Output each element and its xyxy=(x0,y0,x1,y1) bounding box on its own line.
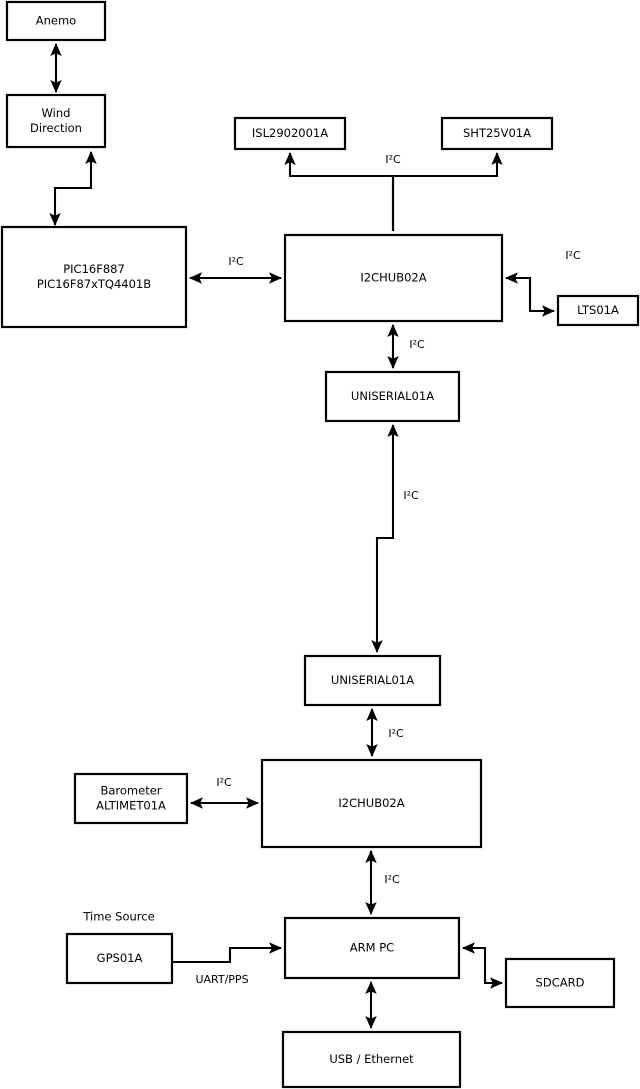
node-label-wind-dir: Wind xyxy=(42,106,71,120)
free-labels-layer: Time Source xyxy=(82,910,154,924)
edge-lts-to-hub-top: I²C xyxy=(504,249,581,317)
node-sht[interactable]: SHT25V01A xyxy=(440,116,554,151)
node-box-uni-bottom[interactable] xyxy=(303,654,442,707)
node-uni-bottom[interactable]: UNISERIAL01A xyxy=(303,654,442,707)
node-label-pic: PIC16F87xTQ4401B xyxy=(37,277,151,291)
node-gps[interactable]: GPS01A xyxy=(65,932,174,985)
node-box-usb-ethernet[interactable] xyxy=(281,1030,462,1089)
edge-label: UART/PPS xyxy=(195,973,248,986)
node-box-uni-top[interactable] xyxy=(324,370,461,423)
edge-label: I²C xyxy=(384,873,400,886)
node-label-anemo: Anemo xyxy=(36,14,76,28)
edge-uni-bottom-to-uni-top: I²C xyxy=(371,423,419,654)
node-label-arm-pc: ARM PC xyxy=(350,941,394,955)
node-label-lts: LTS01A xyxy=(577,303,619,317)
node-label-sht: SHT25V01A xyxy=(463,126,531,140)
node-box-wind-dir[interactable] xyxy=(5,93,107,149)
edge-label: I²C xyxy=(385,153,401,166)
node-box-hub-top[interactable] xyxy=(283,233,504,323)
node-box-barometer[interactable] xyxy=(73,772,189,825)
edge-path xyxy=(371,423,399,654)
edge-path xyxy=(504,272,556,317)
node-isl[interactable]: ISL2902001A xyxy=(233,116,347,151)
node-label-sdcard: SDCARD xyxy=(536,976,585,990)
edge-path xyxy=(172,942,283,964)
node-box-sht[interactable] xyxy=(440,116,554,151)
node-usb-ethernet[interactable]: USB / Ethernet xyxy=(281,1030,462,1089)
label-time-source: Time Source xyxy=(82,910,154,924)
node-uni-top[interactable]: UNISERIAL01A xyxy=(324,370,461,423)
edge-barometer-to-hub-bottom: I²C xyxy=(189,776,260,809)
node-anemo[interactable]: Anemo xyxy=(5,0,107,42)
edge-uni-bottom-to-hub-bottom: I²C xyxy=(366,707,404,758)
node-box-anemo[interactable] xyxy=(5,0,107,42)
edges-layer: I²C I²C I²C I²C I²C I²C I²C I²C UART/PPS xyxy=(49,42,581,1030)
edge-path xyxy=(284,151,395,231)
edge-arm-pc-to-sdcard xyxy=(461,942,504,989)
edge-label: I²C xyxy=(216,776,232,789)
node-label-uni-bottom: UNISERIAL01A xyxy=(331,673,414,687)
node-sdcard[interactable]: SDCARD xyxy=(504,957,616,1009)
node-box-isl[interactable] xyxy=(233,116,347,151)
edge-path xyxy=(49,150,97,227)
node-box-hub-bottom[interactable] xyxy=(260,758,483,849)
node-label-isl: ISL2902001A xyxy=(252,126,328,140)
node-lts[interactable]: LTS01A xyxy=(556,294,640,327)
edge-label: I²C xyxy=(228,255,244,268)
node-label-barometer: ALTIMET01A xyxy=(96,799,166,813)
node-box-arm-pc[interactable] xyxy=(283,916,461,980)
node-label-barometer: Barometer xyxy=(100,784,161,798)
edge-pic-to-hub-top: I²C xyxy=(188,255,283,284)
node-label-pic: PIC16F887 xyxy=(63,262,125,276)
edge-label: I²C xyxy=(409,338,425,351)
edge-path xyxy=(391,151,503,231)
node-label-hub-bottom: I2CHUB02A xyxy=(338,796,404,810)
edge-hub-top-to-isl xyxy=(284,151,395,231)
edge-gps-to-arm-pc: UART/PPS xyxy=(172,942,283,986)
node-box-lts[interactable] xyxy=(556,294,640,327)
node-hub-top[interactable]: I2CHUB02A xyxy=(283,233,504,323)
edge-hub-top-to-uni-top: I²C xyxy=(387,323,425,370)
edge-label: I²C xyxy=(388,727,404,740)
node-label-uni-top: UNISERIAL01A xyxy=(351,389,434,403)
node-box-gps[interactable] xyxy=(65,932,174,985)
node-label-usb-ethernet: USB / Ethernet xyxy=(329,1052,414,1066)
edge-label: I²C xyxy=(565,249,581,262)
node-box-pic[interactable] xyxy=(0,225,188,329)
node-arm-pc[interactable]: ARM PC xyxy=(283,916,461,980)
node-label-gps: GPS01A xyxy=(97,951,143,965)
edge-pic-to-wind-dir xyxy=(49,150,97,227)
node-hub-bottom[interactable]: I2CHUB02A xyxy=(260,758,483,849)
node-label-wind-dir: Direction xyxy=(30,121,82,135)
edge-hub-bottom-to-arm-pc: I²C xyxy=(365,849,400,916)
node-box-sdcard[interactable] xyxy=(504,957,616,1009)
edge-path xyxy=(461,942,504,989)
edge-hub-top-to-sht: I²C xyxy=(385,151,503,231)
node-label-hub-top: I2CHUB02A xyxy=(360,271,426,285)
edge-label: I²C xyxy=(403,489,419,502)
